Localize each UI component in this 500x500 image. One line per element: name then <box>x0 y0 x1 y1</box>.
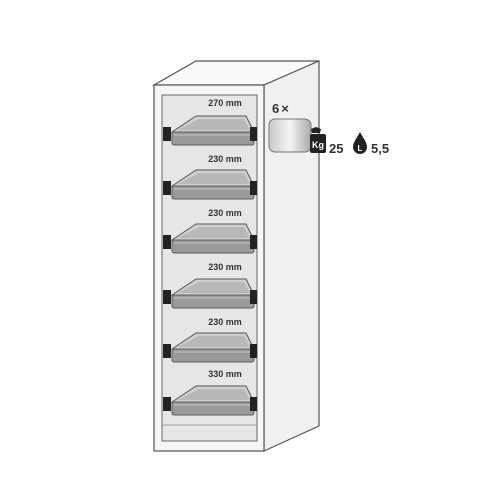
tray-bracket-left <box>163 290 171 304</box>
tray-stack <box>163 115 257 416</box>
tray <box>163 223 257 254</box>
tray <box>163 332 257 363</box>
tray <box>163 115 257 146</box>
volume-value: 5,5 <box>371 141 389 156</box>
compartment-height-label: 230 mm <box>208 317 242 327</box>
compartment-labels: 270 mm 230 mm 230 mm 230 mm 230 mm 330 mm <box>208 98 242 379</box>
tray <box>163 278 257 309</box>
tray-bracket-right <box>250 344 257 358</box>
tray-bracket-left <box>163 127 171 141</box>
tray-swatch <box>268 118 312 153</box>
tray-bracket-right <box>250 235 257 249</box>
tray <box>163 169 257 200</box>
weight-kg-icon: Kg <box>310 127 326 153</box>
tray-bracket-right <box>250 181 257 195</box>
compartment-height-label: 230 mm <box>208 208 242 218</box>
tray-bracket-right <box>250 397 257 411</box>
volume-icon-text: L <box>358 144 363 153</box>
compartment-height-label: 230 mm <box>208 262 242 272</box>
tray-bracket-left <box>163 397 171 411</box>
compartment-height-label: 270 mm <box>208 98 242 108</box>
tray-bracket-left <box>163 181 171 195</box>
tray-bracket-right <box>250 290 257 304</box>
weight-value: 25 <box>329 141 343 156</box>
tray-bracket-right <box>250 127 257 141</box>
volume-drop-l-icon: L <box>353 132 367 154</box>
weight-icon-text: Kg <box>312 140 324 150</box>
compartment-height-label: 330 mm <box>208 369 242 379</box>
tray-count: 6× <box>272 101 289 116</box>
tray-bracket-left <box>163 344 171 358</box>
tray-bracket-left <box>163 235 171 249</box>
tray <box>163 385 257 416</box>
compartment-height-label: 230 mm <box>208 154 242 164</box>
cabinet-interior <box>161 94 258 442</box>
